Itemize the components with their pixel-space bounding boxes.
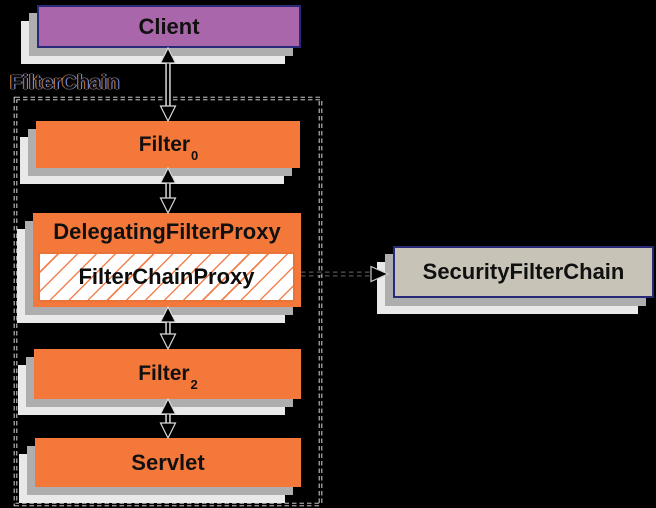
security-filter-chain-label: SecurityFilterChain [422, 259, 625, 284]
filter2-box: Filter2 [34, 349, 301, 399]
arrow-filter0-dfp [159, 166, 177, 215]
filter-chain-proxy-label: FilterChainProxy [78, 264, 255, 289]
client-box: Client [37, 5, 301, 48]
filterchain-group-label: FilterChain [10, 72, 120, 94]
servlet-label: Servlet [131, 449, 205, 475]
arrow-dfp-filter2 [159, 305, 177, 351]
filter-chain-proxy-box: FilterChainProxy [38, 252, 295, 302]
security-filter-chain-box: SecurityFilterChain [393, 246, 654, 298]
filter0-subscript: 0 [191, 147, 199, 163]
filter0-box: Filter0 [36, 121, 300, 168]
arrow-fcp-securityfilterchain [301, 265, 390, 283]
filter2-label: Filter2 [138, 362, 198, 393]
delegating-filter-proxy-label: DelegatingFilterProxy [53, 219, 281, 244]
delegating-filter-proxy-box: DelegatingFilterProxy FilterChainProxy [33, 213, 301, 307]
arrow-filter2-servlet [159, 397, 177, 440]
filter0-label: Filter0 [138, 132, 199, 163]
filter2-subscript: 2 [190, 377, 198, 393]
client-label: Client [138, 13, 200, 39]
servlet-box: Servlet [35, 438, 301, 487]
arrow-client-filter0 [159, 46, 177, 123]
